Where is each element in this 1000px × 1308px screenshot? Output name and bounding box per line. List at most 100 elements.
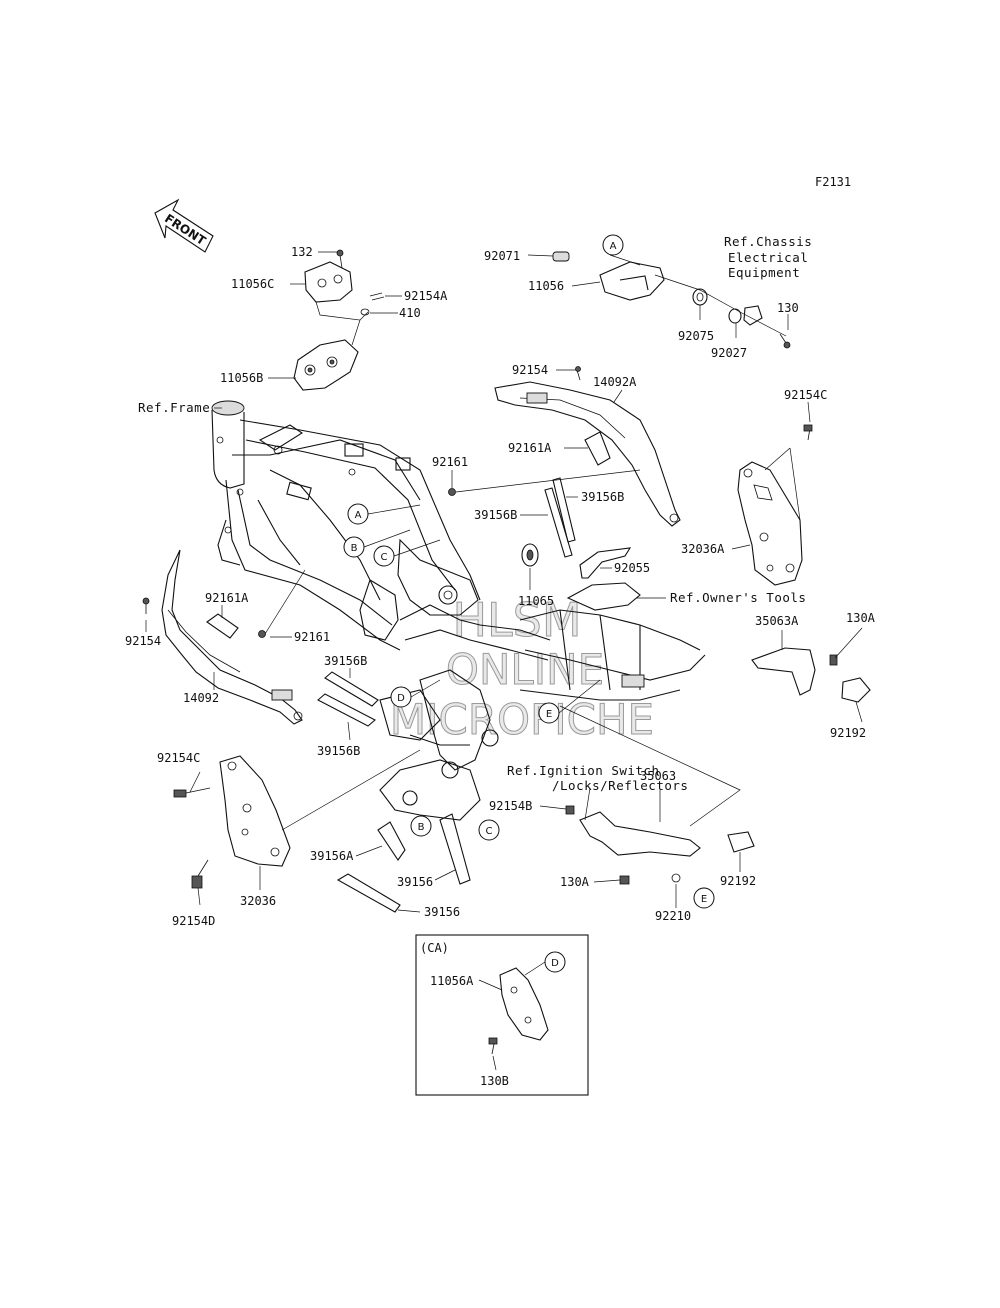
label-39156b-right-1: 39156B: [581, 490, 624, 504]
label-39156a: 39156A: [310, 849, 354, 863]
label-410: 410: [399, 306, 421, 320]
svg-text:C: C: [486, 826, 493, 837]
screw-92154-left: [142, 597, 150, 614]
watermark-line-2: ONLINE: [446, 645, 604, 694]
label-92154-left: 92154: [125, 634, 161, 648]
strips-39156b-right: [544, 477, 576, 558]
label-92075: 92075: [678, 329, 714, 343]
watermark: HLSM ONLINE MICROFICHE: [389, 593, 654, 745]
ref-frame: Ref.Frame: [138, 400, 210, 415]
label-130a-low: 130A: [560, 875, 590, 889]
callout-e-footrest: E: [693, 887, 715, 909]
bracket-32036: [173, 749, 421, 889]
label-39156b-left-2: 39156B: [317, 744, 360, 758]
label-92154d: 92154D: [172, 914, 215, 928]
label-11065: 11065: [518, 594, 554, 608]
label-39156b-left-1: 39156B: [324, 654, 367, 668]
label-14092: 14092: [183, 691, 219, 705]
grommet-11065: [521, 543, 539, 567]
inset-ca-label: (CA): [420, 941, 449, 955]
callout-a-frame: A: [347, 503, 369, 525]
callout-e-frame: E: [538, 702, 560, 724]
front-arrow-icon: FRONT: [154, 198, 214, 253]
label-32036: 32036: [240, 894, 276, 908]
svg-text:A: A: [355, 510, 362, 521]
label-39156-low: 39156: [424, 905, 460, 919]
bracket-11056b: [293, 292, 385, 391]
label-92071: 92071: [484, 249, 520, 263]
callout-c-strip: C: [478, 819, 500, 841]
label-35063: 35063: [640, 769, 676, 783]
pad-92161a-top: [584, 431, 611, 466]
footrest-35063: [559, 705, 755, 885]
inset-ca-box: [415, 934, 589, 1096]
ref-ignition-line-1: Ref.Ignition Switch: [507, 763, 660, 778]
pad-92161a-left: [206, 613, 239, 639]
ref-owners-tools: Ref.Owner's Tools: [670, 590, 806, 605]
ref-chassis-line-2: Electrical: [728, 250, 808, 265]
label-92161a-left: 92161A: [205, 591, 249, 605]
svg-text:B: B: [418, 822, 425, 833]
svg-text:A: A: [610, 241, 617, 252]
svg-text:D: D: [551, 958, 559, 969]
label-92154c-left: 92154C: [157, 751, 200, 765]
bracket-11056a: [488, 967, 549, 1055]
label-14092a: 14092A: [593, 375, 637, 389]
label-92161a-top: 92161A: [508, 441, 552, 455]
label-32036a: 32036A: [681, 542, 725, 556]
label-132: 132: [291, 245, 313, 259]
callout-d-frame: D: [390, 686, 412, 708]
label-92154c-top: 92154C: [784, 388, 827, 402]
front-arrow-label: FRONT: [162, 211, 209, 248]
leader-lines: [145, 251, 863, 1071]
svg-text:B: B: [351, 543, 358, 554]
label-92154a: 92154A: [404, 289, 448, 303]
strips-39156b-left: [317, 671, 379, 727]
callout-c-frame: C: [373, 545, 395, 567]
strap-92055: [579, 547, 632, 579]
ref-ignition-line-2: /Locks/Reflectors: [552, 778, 688, 793]
grommet-92161-mid: [258, 630, 266, 638]
label-11056a: 11056A: [430, 974, 474, 988]
watermark-line-3: MICROFICHE: [390, 695, 654, 744]
label-11056c: 11056C: [231, 277, 274, 291]
svg-text:C: C: [381, 552, 388, 563]
label-92154-top: 92154: [512, 363, 548, 377]
label-92154b: 92154B: [489, 799, 532, 813]
strips-39156-lower: [336, 813, 471, 913]
callout-b-strip: B: [410, 815, 432, 837]
bracket-32036a: [737, 424, 813, 586]
label-92192-low: 92192: [720, 874, 756, 888]
label-92192-right: 92192: [830, 726, 866, 740]
callout-a-top: A: [602, 234, 624, 256]
label-92161-mid: 92161: [294, 630, 330, 644]
hardware-92075-92027-130: [654, 274, 791, 349]
footrest-35063a: [751, 647, 871, 703]
label-130a-right: 130A: [846, 611, 876, 625]
label-11056: 11056: [528, 279, 564, 293]
cover-14092a: [494, 366, 681, 527]
label-39156b-right-2: 39156B: [474, 508, 517, 522]
label-35063a: 35063A: [755, 614, 799, 628]
label-92027: 92027: [711, 346, 747, 360]
callout-d-inset: D: [544, 951, 566, 973]
grommet-92161-top: [448, 488, 456, 496]
ref-chassis-line-3: Equipment: [728, 265, 800, 280]
label-11056b: 11056B: [220, 371, 263, 385]
diagram-code: F2131: [815, 175, 851, 189]
tool-case: [566, 582, 641, 611]
label-92055: 92055: [614, 561, 650, 575]
label-130b: 130B: [480, 1074, 509, 1088]
label-92210: 92210: [655, 909, 691, 923]
main-frame: [211, 400, 706, 821]
svg-text:D: D: [397, 693, 405, 704]
label-39156-mid: 39156: [397, 875, 433, 889]
label-92161-top: 92161: [432, 455, 468, 469]
callout-b-frame: B: [343, 536, 365, 558]
bracket-11056: [552, 251, 665, 301]
ref-chassis-line-1: Ref.Chassis: [724, 234, 812, 249]
bracket-11056c: [304, 249, 353, 303]
watermark-line-1: HLSM: [452, 593, 581, 647]
part-labels: 132 11056C 92154A 410 11056B Ref.Frame 9…: [125, 234, 876, 1088]
